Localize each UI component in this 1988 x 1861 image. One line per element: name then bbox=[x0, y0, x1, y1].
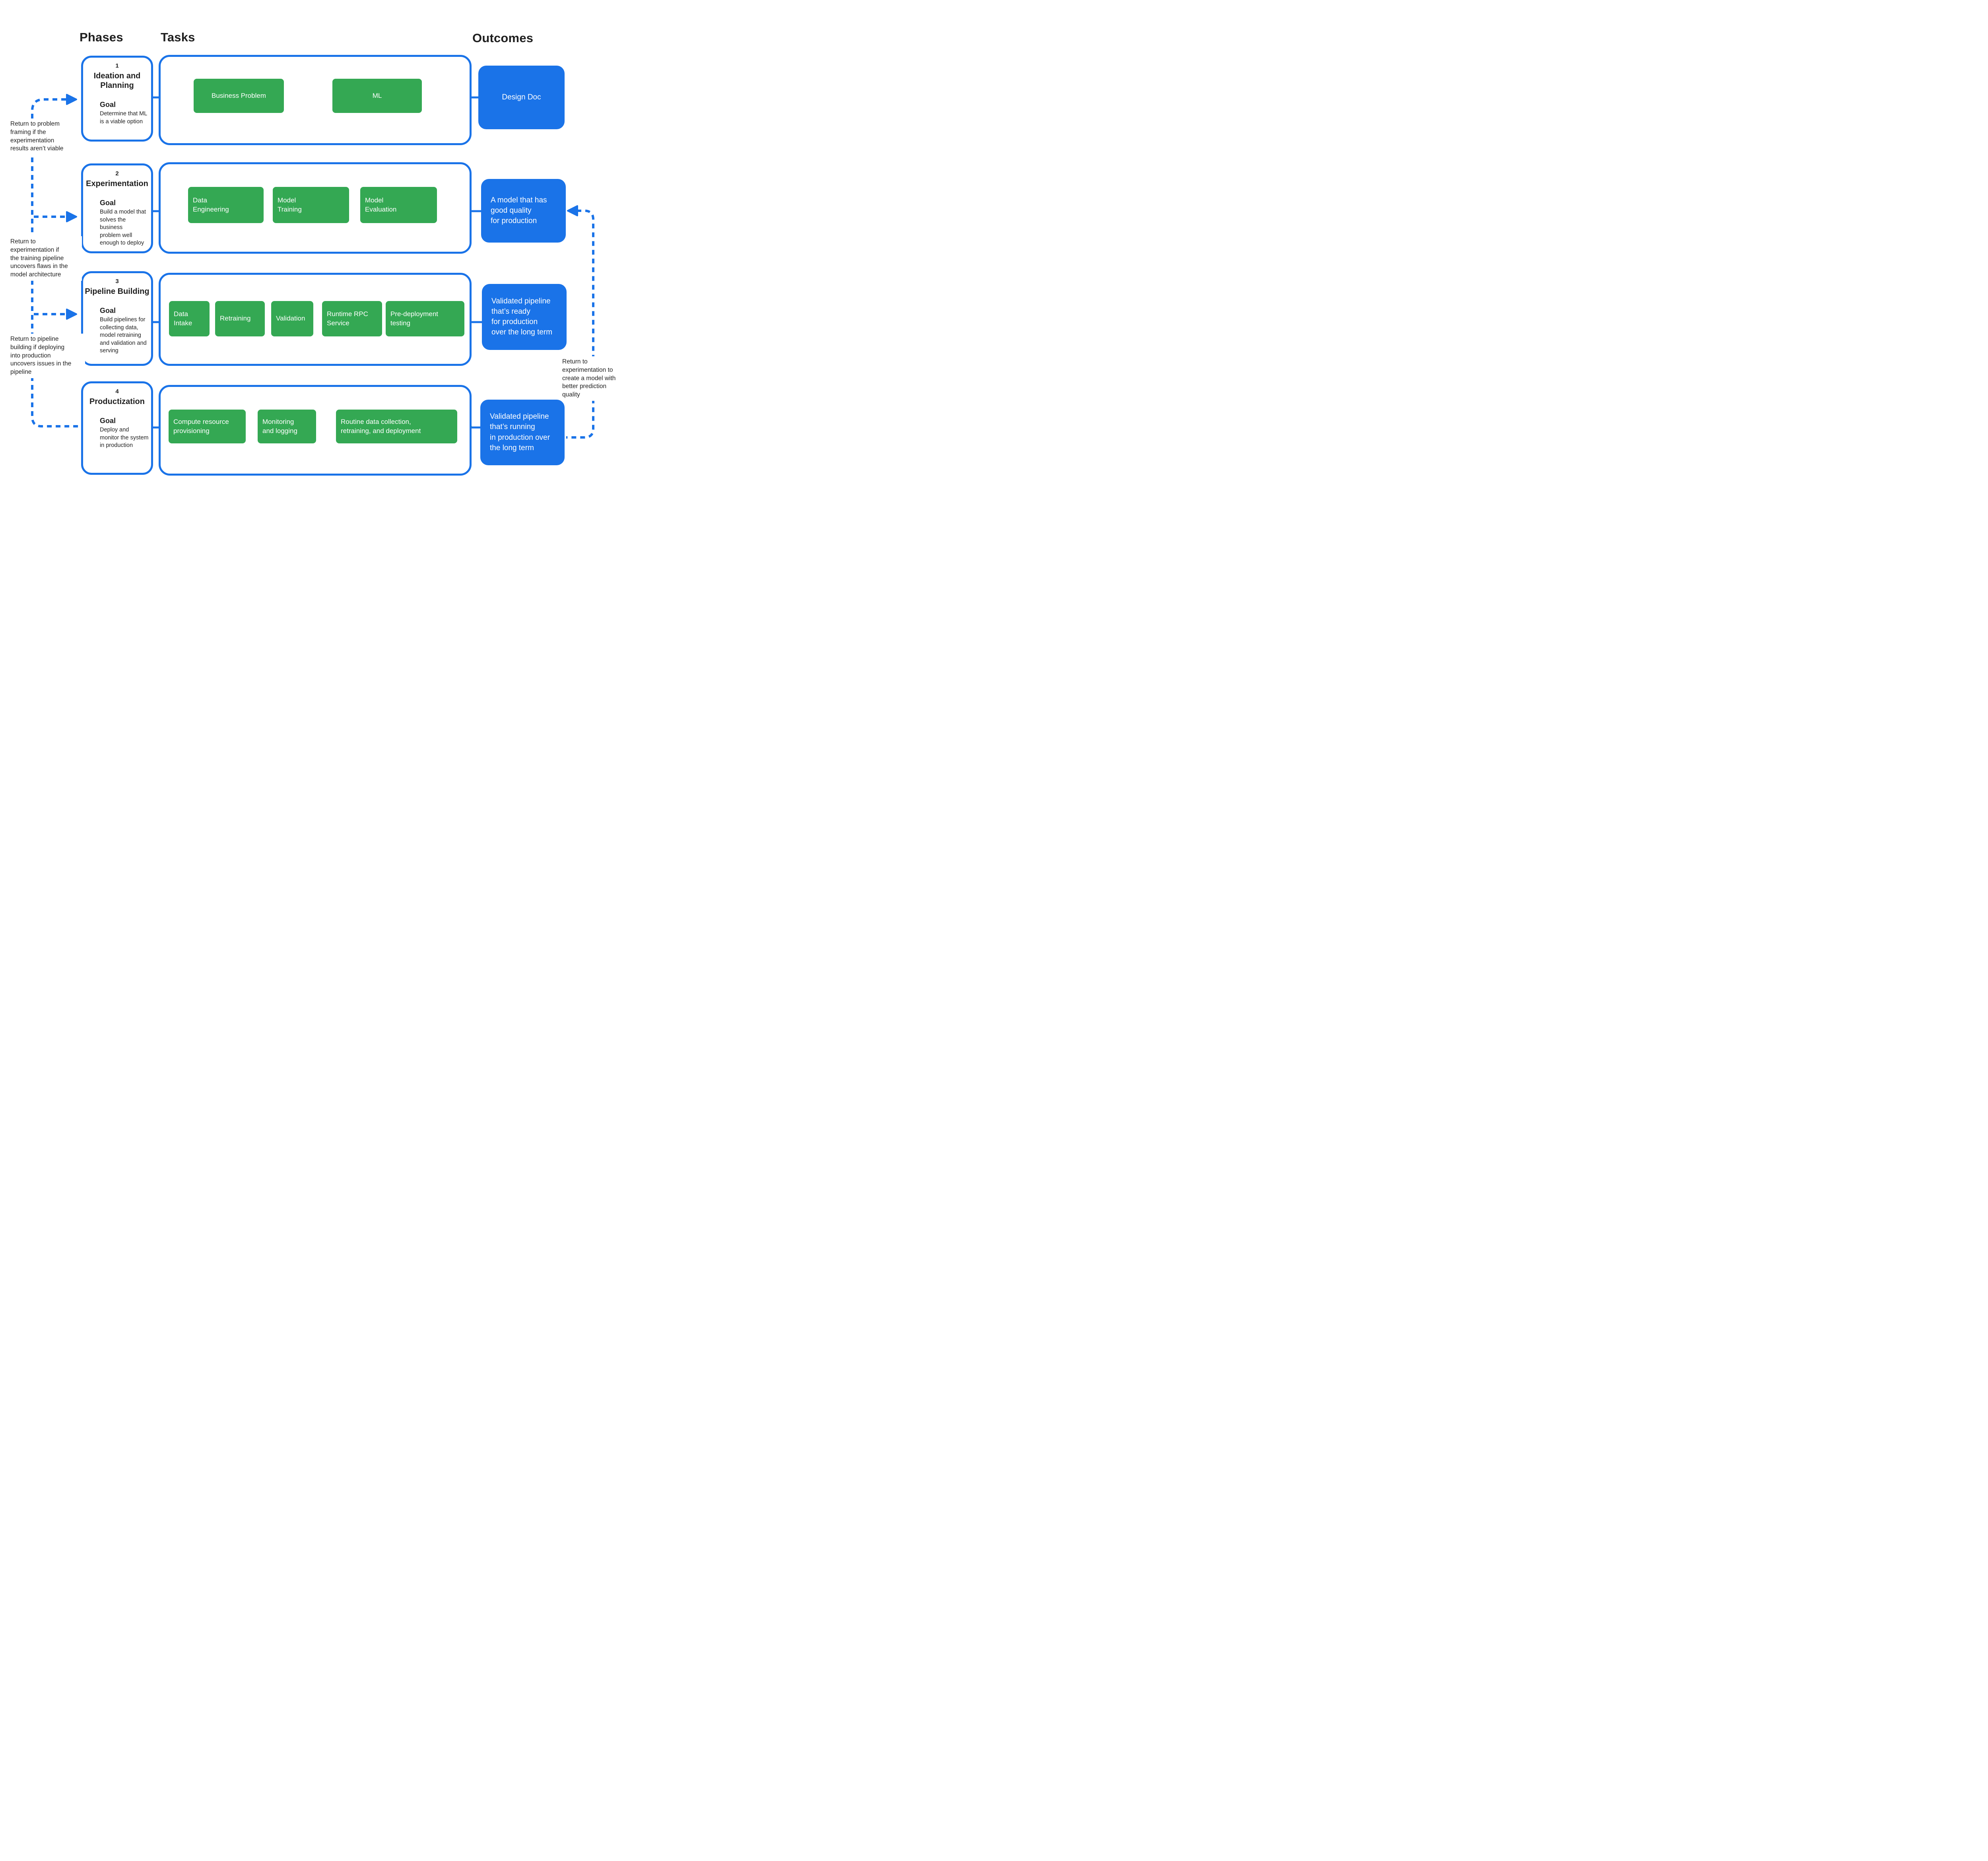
phase-goal-label: Goal bbox=[100, 307, 116, 315]
phase-card-pipeline-building: 3 Pipeline Building Goal Build pipelines… bbox=[81, 271, 153, 366]
annotation-return-experimentation-quality: Return to experimentation to create a mo… bbox=[561, 356, 623, 401]
task-compute-resource-provisioning: Compute resource provisioning bbox=[169, 410, 246, 443]
task-data-engineering: Data Engineering bbox=[188, 187, 264, 223]
phase-number: 4 bbox=[115, 388, 119, 395]
phase-title: Experimentation bbox=[86, 179, 148, 188]
phase-title: Productization bbox=[89, 397, 145, 406]
outcome-validated-pipeline-running: Validated pipeline that’s running in pro… bbox=[480, 400, 565, 465]
phase-title: Pipeline Building bbox=[85, 287, 149, 296]
phase-goal-text: Determine that ML is a viable option bbox=[100, 111, 148, 125]
phase-goal-label: Goal bbox=[100, 101, 116, 109]
task-model-training: Model Training bbox=[273, 187, 349, 223]
task-validation: Validation bbox=[271, 301, 313, 336]
arrowhead-icon bbox=[66, 94, 77, 105]
arrowhead-icon bbox=[66, 309, 77, 320]
arrowhead-icon bbox=[66, 211, 77, 222]
task-pre-deployment-testing: Pre-deployment testing bbox=[386, 301, 464, 336]
phase-goal-label: Goal bbox=[100, 199, 116, 207]
annotation-return-pipeline-building: Return to pipeline building if deploying… bbox=[10, 334, 85, 378]
phase-number: 3 bbox=[115, 278, 119, 285]
outcome-validated-pipeline-ready: Validated pipeline that’s ready for prod… bbox=[482, 284, 567, 350]
task-monitoring-and-logging: Monitoring and logging bbox=[258, 410, 316, 443]
outcomes-column-header: Outcomes bbox=[472, 31, 534, 45]
phase-goal-text: Build a model that solves the business p… bbox=[100, 209, 146, 247]
phase-card-productization: 4 Productization Goal Deploy and monitor… bbox=[81, 381, 153, 475]
phase-number: 2 bbox=[115, 170, 119, 177]
phase-card-experimentation: 2 Experimentation Goal Build a model tha… bbox=[81, 163, 153, 253]
task-retraining: Retraining bbox=[215, 301, 265, 336]
task-routine-data-collection-retraining-deployment: Routine data collection, retraining, and… bbox=[336, 410, 457, 443]
phase-number: 1 bbox=[115, 62, 119, 69]
arrowhead-icon bbox=[567, 205, 578, 216]
task-model-evaluation: Model Evaluation bbox=[360, 187, 437, 223]
dashed-return-line-right bbox=[566, 210, 594, 439]
annotation-return-problem-framing: Return to problem framing if the experim… bbox=[10, 118, 79, 155]
task-ml: ML bbox=[332, 79, 422, 113]
phase-goal-text: Build pipelines for collecting data, mod… bbox=[100, 317, 147, 354]
phase-goal-text: Deploy and monitor the system in product… bbox=[100, 427, 149, 449]
outcome-design-doc: Design Doc bbox=[478, 66, 565, 129]
tasks-column-header: Tasks bbox=[161, 30, 195, 44]
task-data-intake: Data Intake bbox=[169, 301, 210, 336]
phase-title: Ideation and Planning bbox=[93, 72, 141, 90]
mlops-lifecycle-diagram: Phases Tasks Outcomes 1 Ideation and Pla… bbox=[0, 0, 623, 514]
task-business-problem: Business Problem bbox=[194, 79, 284, 113]
annotation-return-experimentation: Return to experimentation if the trainin… bbox=[10, 236, 82, 281]
task-runtime-rpc-service: Runtime RPC Service bbox=[322, 301, 382, 336]
outcome-model-good-quality: A model that has good quality for produc… bbox=[481, 179, 566, 243]
phases-column-header: Phases bbox=[80, 30, 123, 44]
phase-card-ideation-planning: 1 Ideation and Planning Goal Determine t… bbox=[81, 56, 153, 142]
phase-goal-label: Goal bbox=[100, 417, 116, 425]
